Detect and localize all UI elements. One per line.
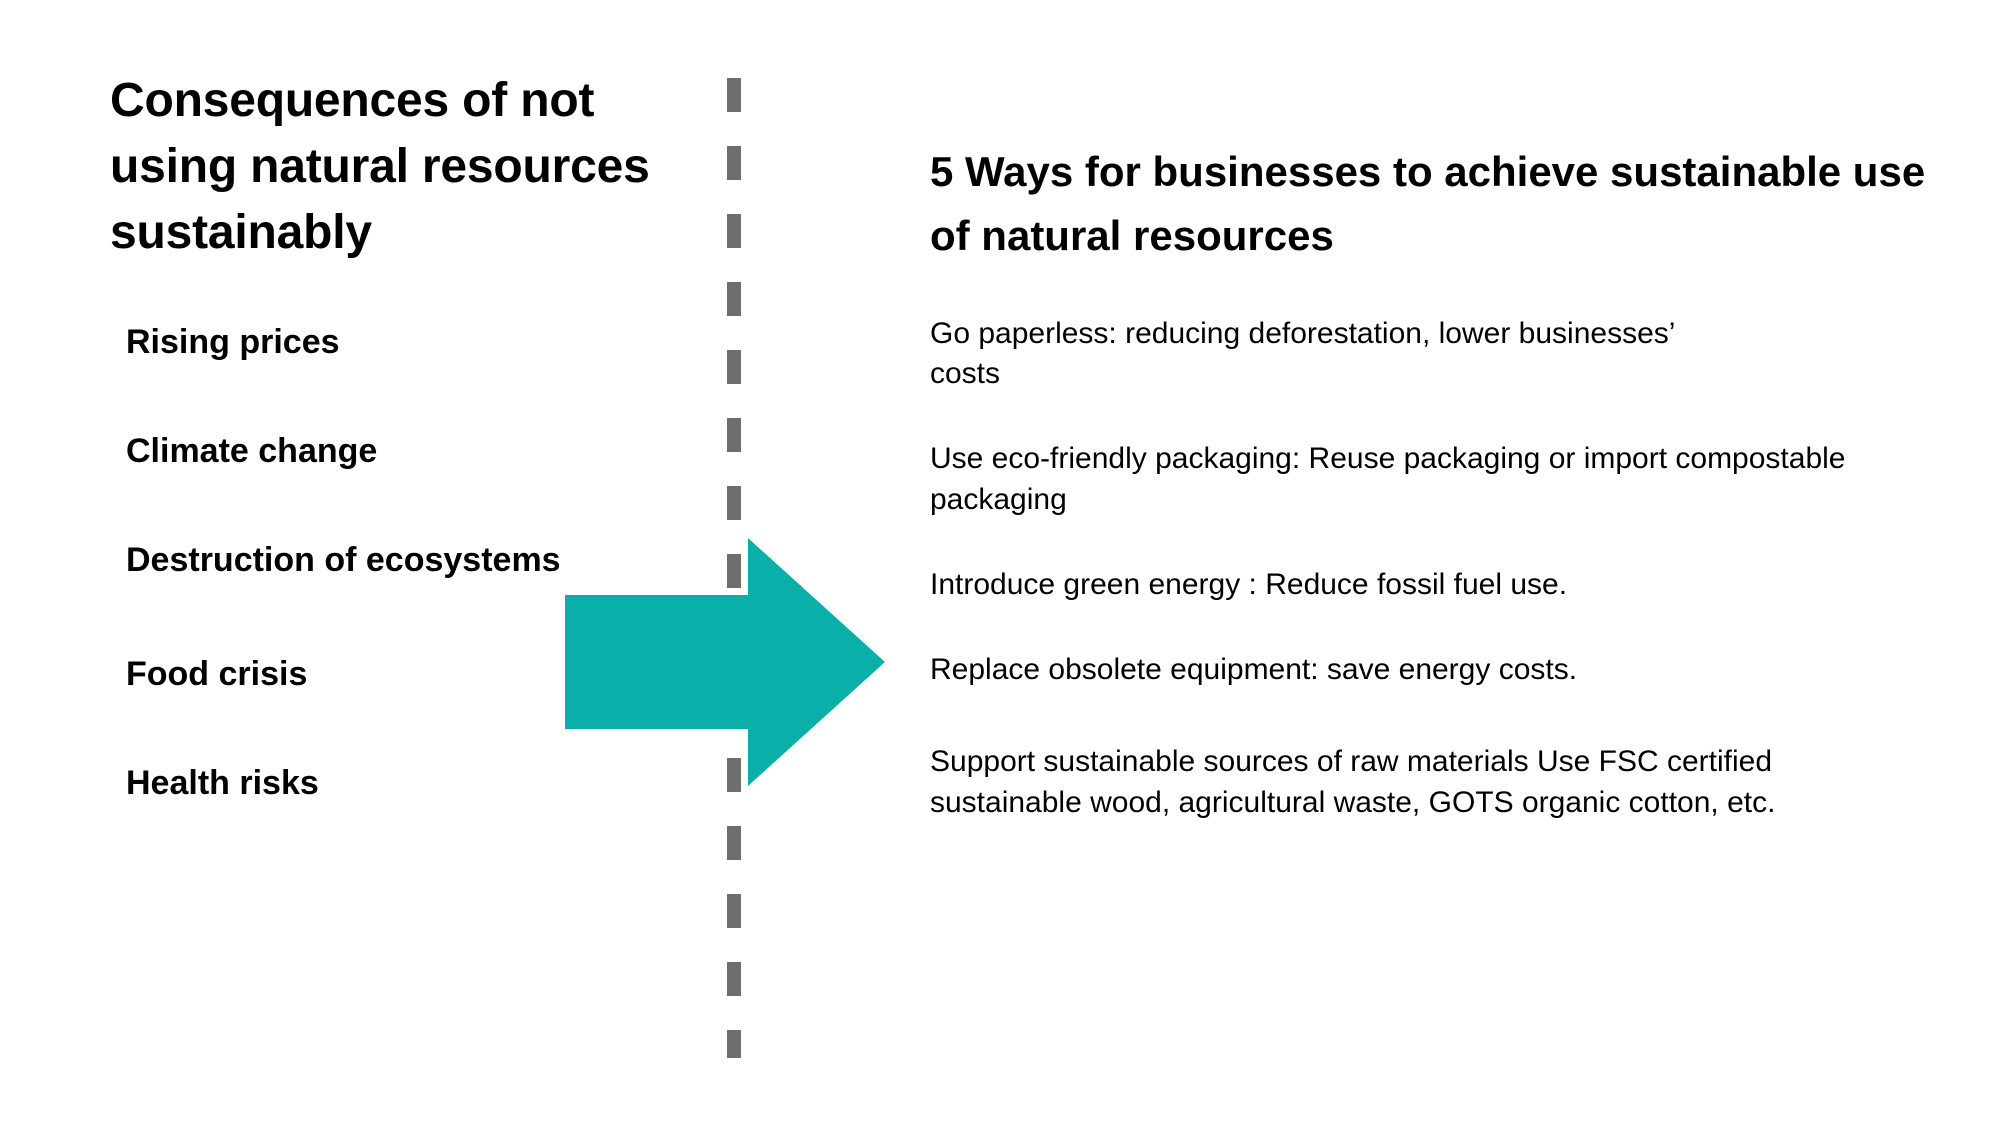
ways-list: Go paperless: reducing deforestation, lo… bbox=[930, 314, 1940, 824]
consequences-heading: Consequences of not using natural resour… bbox=[110, 74, 650, 260]
consequences-list: Rising prices Climate change Destruction… bbox=[110, 319, 670, 808]
arrow-polygon bbox=[565, 538, 885, 786]
list-item: Support sustainable sources of raw mater… bbox=[930, 745, 1776, 820]
ways-heading: 5 Ways for businesses to achieve sustain… bbox=[930, 148, 1926, 259]
list-item: Use eco-friendly packaging: Reuse packag… bbox=[930, 442, 1846, 517]
consequences-column: Consequences of not using natural resour… bbox=[110, 68, 670, 807]
ways-column: 5 Ways for businesses to achieve sustain… bbox=[930, 140, 1940, 824]
list-item: Rising prices bbox=[126, 322, 340, 361]
list-item: Replace obsolete equipment: save energy … bbox=[930, 652, 1578, 686]
right-arrow-icon bbox=[565, 538, 885, 786]
list-item: Destruction of ecosystems bbox=[126, 540, 561, 579]
list-item: Go paperless: reducing deforestation, lo… bbox=[930, 316, 1675, 391]
list-item: Health risks bbox=[126, 764, 319, 803]
dashed-divider bbox=[727, 78, 741, 1058]
list-item: Climate change bbox=[126, 431, 378, 470]
list-item: Introduce green energy : Reduce fossil f… bbox=[930, 567, 1568, 601]
list-item: Food crisis bbox=[126, 655, 308, 694]
right-arrow-shape bbox=[565, 538, 885, 786]
